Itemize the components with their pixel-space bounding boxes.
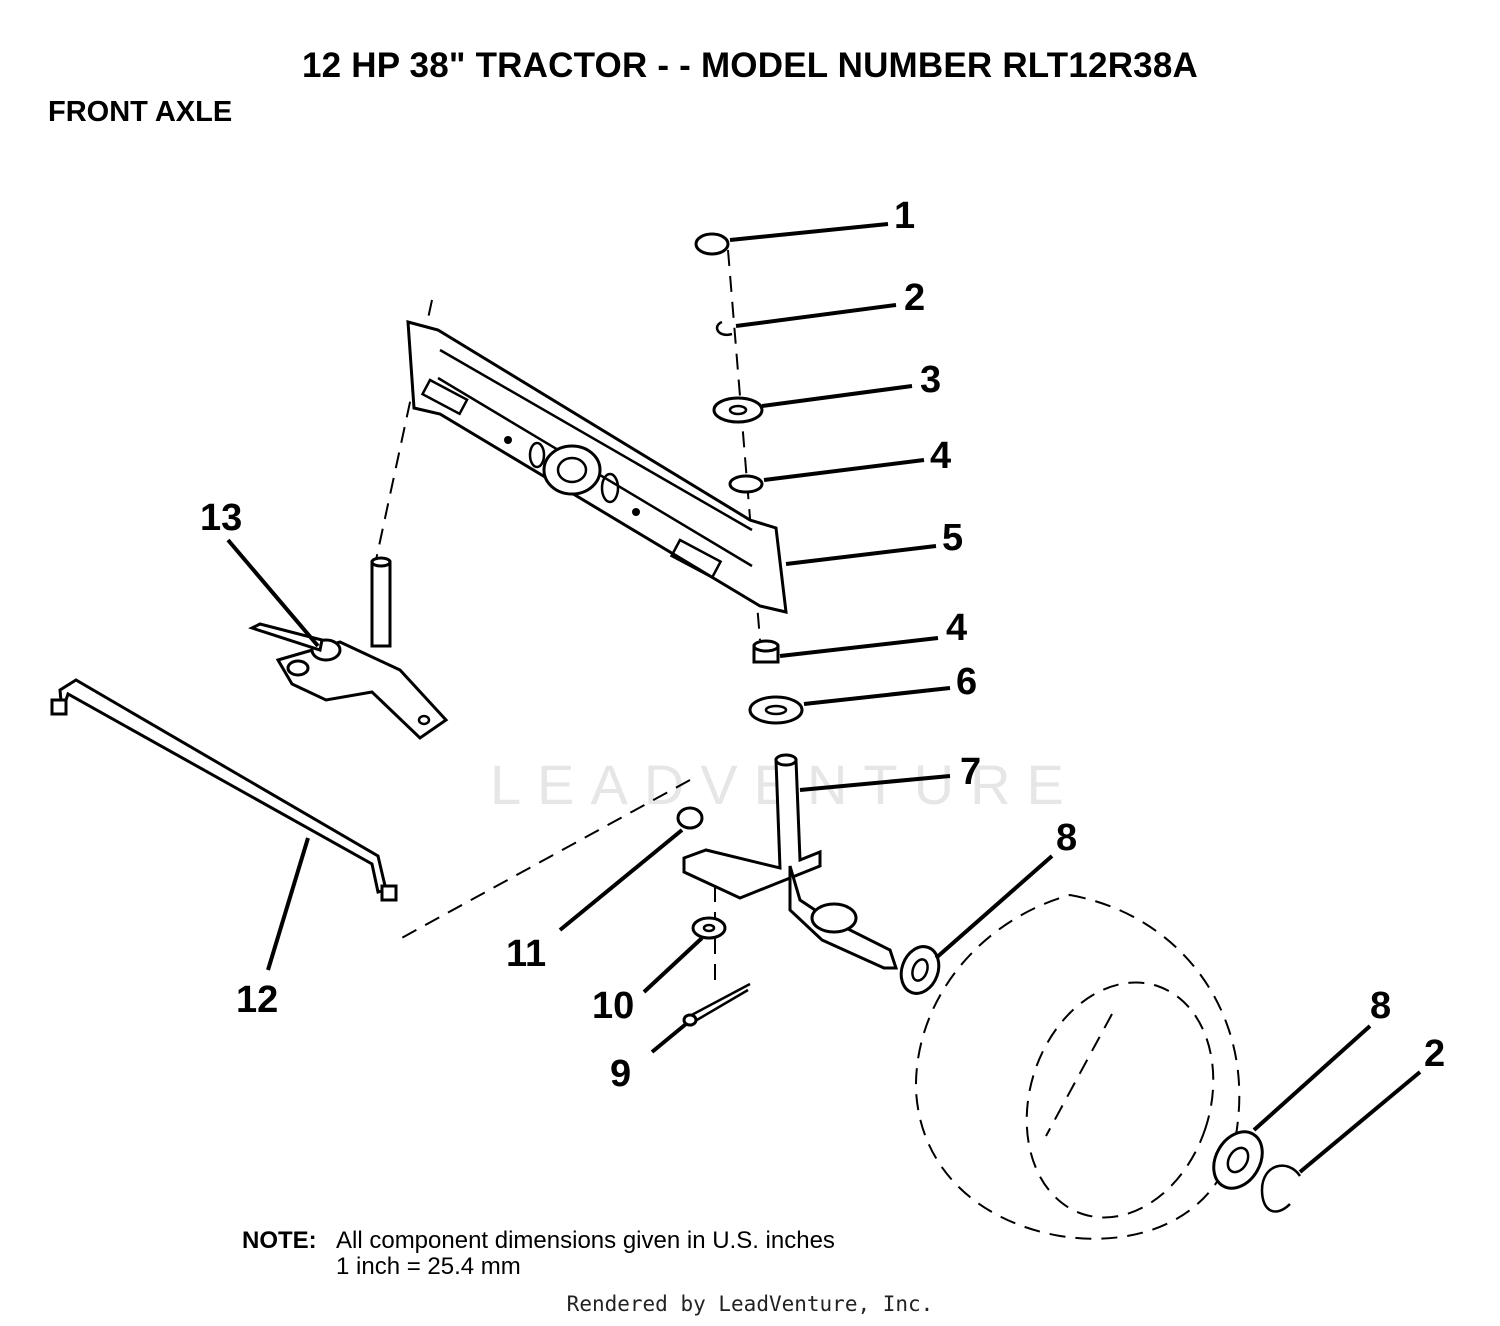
part-10-washer xyxy=(691,916,727,940)
part-13-left-spindle xyxy=(248,556,449,740)
callout-10: 10 xyxy=(592,985,634,1027)
part-7-spindle xyxy=(682,753,899,970)
leader-lines xyxy=(226,222,1422,1174)
page-title: 12 HP 38" TRACTOR - - MODEL NUMBER RLT12… xyxy=(301,46,1198,85)
axle-beam xyxy=(406,320,788,614)
callout-2-outer: 2 xyxy=(1424,1033,1445,1075)
callout-12: 12 xyxy=(236,979,278,1021)
callout-1: 1 xyxy=(894,195,915,237)
note-line-2: 1 inch = 25.4 mm xyxy=(336,1253,521,1280)
part-3-washer xyxy=(712,396,764,424)
callout-4: 4 xyxy=(930,435,951,477)
dimension-note: NOTE: All component dimensions given in U… xyxy=(242,1228,835,1280)
callout-6: 6 xyxy=(956,661,977,703)
callout-8-outer: 8 xyxy=(1370,985,1391,1027)
callout-9: 9 xyxy=(610,1053,631,1095)
callout-3: 3 xyxy=(920,359,941,401)
part-2-clip-outer xyxy=(1260,1164,1302,1213)
part-9-cotter-pin xyxy=(682,982,751,1027)
footer-credit: Rendered by LeadVenture, Inc. xyxy=(566,1292,934,1316)
callout-11: 11 xyxy=(506,933,546,975)
part-2-clip xyxy=(715,320,733,337)
part-8-washer-outer xyxy=(1212,1130,1264,1190)
callout-13: 13 xyxy=(200,497,242,539)
callout-4-lower: 4 xyxy=(946,607,967,649)
part-1-cap xyxy=(694,232,730,256)
part-8-washer-inner xyxy=(899,945,941,995)
part-12-drag-link xyxy=(50,678,398,902)
callout-5: 5 xyxy=(942,517,963,559)
note-line-1: All component dimensions given in U.S. i… xyxy=(336,1227,835,1254)
part-4-bushing-lower xyxy=(752,639,780,664)
section-subtitle: FRONT AXLE xyxy=(48,96,233,128)
wheel-outline xyxy=(914,893,1241,1240)
note-label: NOTE: xyxy=(242,1227,317,1254)
part-11-nut xyxy=(676,806,704,830)
callout-7: 7 xyxy=(960,751,981,793)
part-6-washer xyxy=(748,695,804,725)
callout-2: 2 xyxy=(904,277,925,319)
part-4-bushing-upper xyxy=(728,474,764,494)
callout-8: 8 xyxy=(1056,817,1077,859)
